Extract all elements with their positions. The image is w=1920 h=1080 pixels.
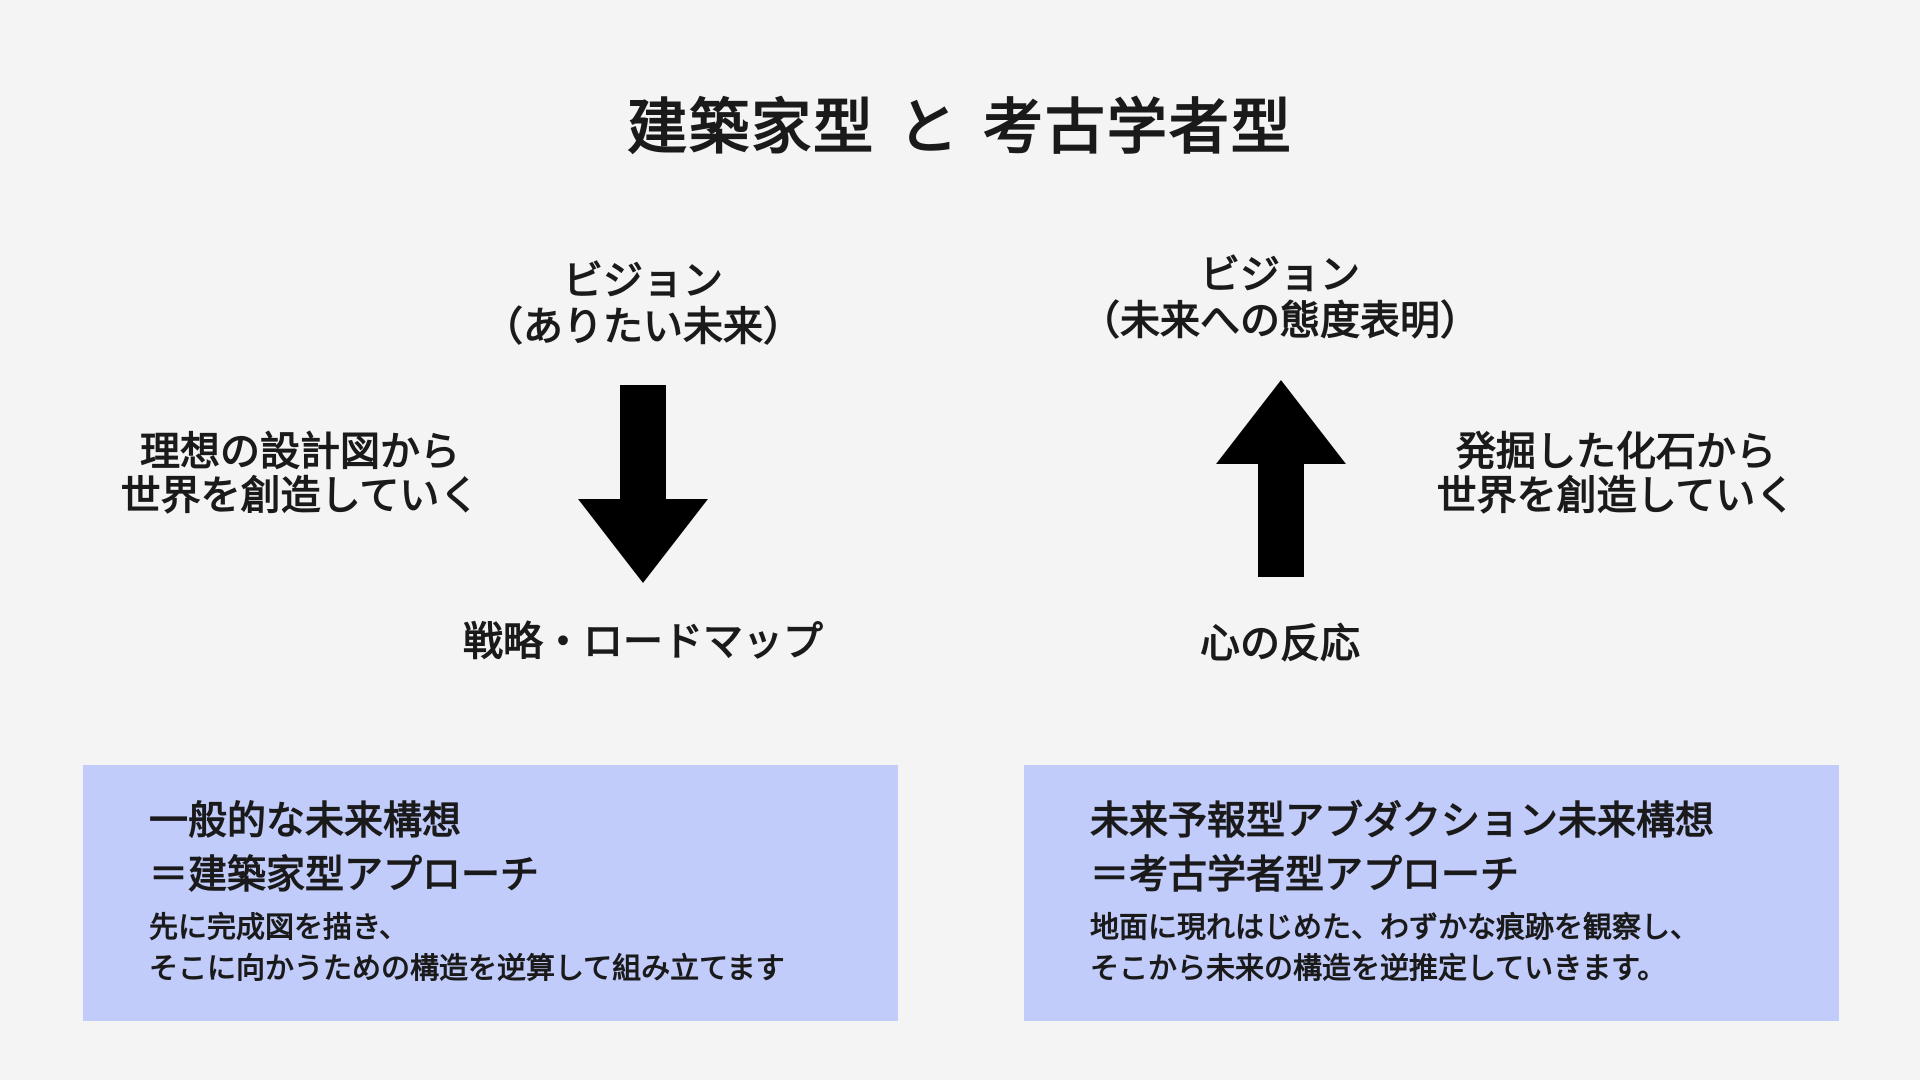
archaeologist-approach-box: 未来予報型アブダクション未来構想 ＝考古学者型アプローチ 地面に現れはじめた、わ… <box>1024 765 1839 1021</box>
side-right-line1: 発掘した化石から <box>1456 429 1776 475</box>
box-left-body-line2: そこに向かうための構造を逆算して組み立てます <box>149 951 785 985</box>
box-left-body: 先に完成図を描き、 そこに向かうための構造を逆算して組み立てます <box>149 907 898 989</box>
side-right-line2: 世界を創造していく <box>1436 473 1796 519</box>
box-right-heading-line1: 未来予報型アブダクション未来構想 <box>1090 799 1715 844</box>
box-left-body-line1: 先に完成図を描き、 <box>149 910 408 944</box>
box-left-heading-line1: 一般的な未来構想 <box>149 799 462 844</box>
heart-response-label: 心の反応 <box>1200 621 1360 667</box>
vision-right-line2: （未来への態度表明） <box>1080 298 1480 344</box>
vision-label-left: ビジョン （ありたい未来） <box>440 258 846 350</box>
box-right-heading-line2: ＝考古学者型アプローチ <box>1090 853 1520 898</box>
side-label-right: 発掘した化石から 世界を創造していく <box>1416 430 1816 518</box>
box-right-body-line2: そこから未来の構造を逆推定していきます。 <box>1090 951 1667 985</box>
down-arrow-shape <box>578 385 708 583</box>
box-right-body: 地面に現れはじめた、わずかな痕跡を観察し、 そこから未来の構造を逆推定していきま… <box>1090 907 1839 989</box>
vision-left-line1: ビジョン <box>563 258 723 304</box>
vision-right-line1: ビジョン <box>1200 252 1360 298</box>
box-right-body-line1: 地面に現れはじめた、わずかな痕跡を観察し、 <box>1090 910 1700 944</box>
vision-left-line2: （ありたい未来） <box>483 304 803 350</box>
up-arrow-shape <box>1216 380 1346 577</box>
architect-approach-box: 一般的な未来構想 ＝建築家型アプローチ 先に完成図を描き、 そこに向かうための構… <box>83 765 898 1021</box>
page-title: 建築家型 と 考古学者型 <box>627 93 1293 163</box>
strategy-label: 戦略・ロードマップ <box>463 619 823 665</box>
box-left-heading-line2: ＝建築家型アプローチ <box>149 853 540 898</box>
vision-label-right: ビジョン （未来への態度表明） <box>1060 252 1500 344</box>
side-left-line2: 世界を創造していく <box>120 473 480 519</box>
down-arrow-icon <box>578 385 708 583</box>
side-label-left: 理想の設計図から 世界を創造していく <box>100 430 500 518</box>
up-arrow-icon <box>1216 380 1346 577</box>
side-left-line1: 理想の設計図から <box>140 429 460 475</box>
